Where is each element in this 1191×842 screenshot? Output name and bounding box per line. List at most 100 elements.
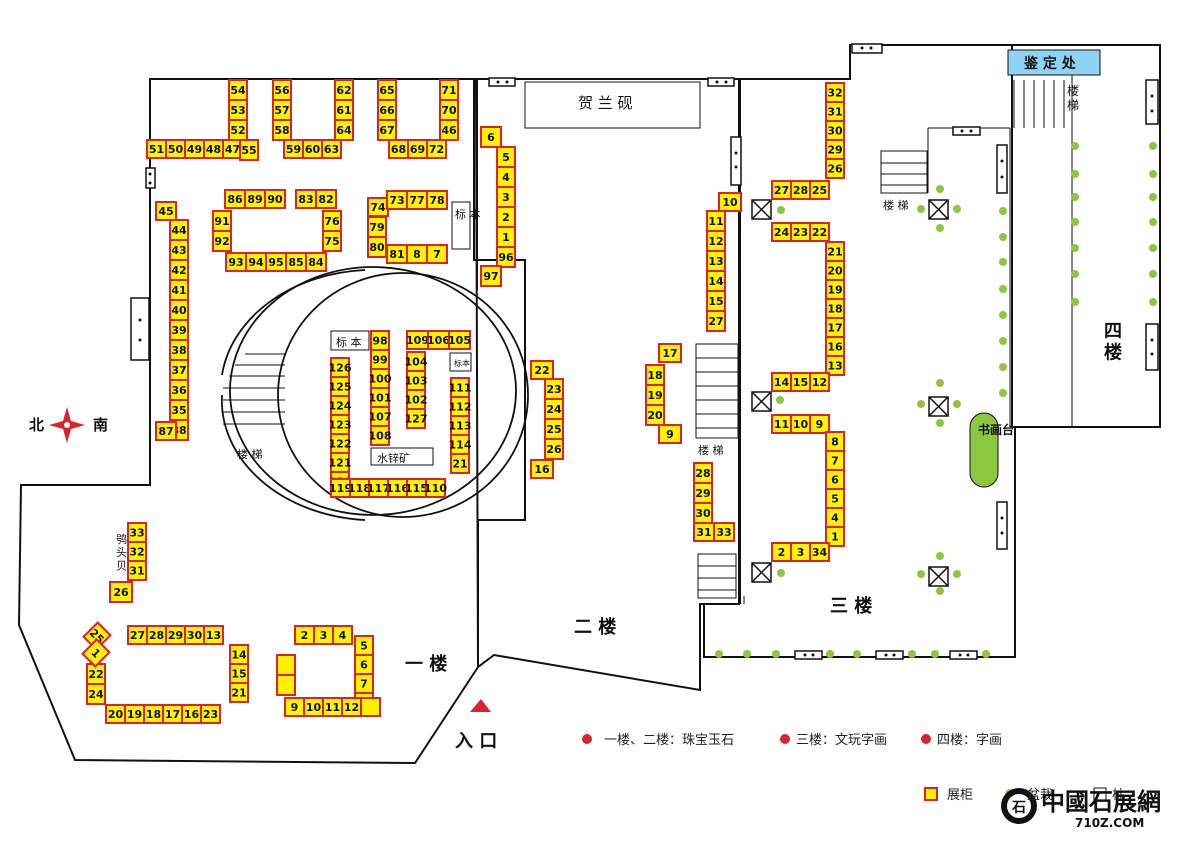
specimen-left-label: 标 本 bbox=[455, 207, 481, 221]
display-stand: 48 bbox=[203, 139, 224, 159]
stand-number: 21 bbox=[827, 246, 842, 259]
stand-number: 62 bbox=[336, 84, 351, 97]
display-stand: 5 bbox=[825, 488, 845, 509]
stand-number: 102 bbox=[405, 394, 428, 407]
plant-marker bbox=[936, 224, 944, 232]
stand-number: 51 bbox=[149, 143, 164, 156]
north-label: 北 bbox=[29, 416, 44, 434]
display-stand: 27 bbox=[127, 625, 148, 645]
display-stand: 6 bbox=[480, 126, 502, 148]
display-stand: 28 bbox=[790, 180, 811, 200]
display-stand: 33 bbox=[127, 522, 147, 543]
stand-number: 78 bbox=[429, 194, 444, 207]
display-stand: 32 bbox=[127, 541, 147, 562]
display-stand: 89 bbox=[244, 189, 266, 209]
display-stand: 10 bbox=[718, 192, 742, 212]
display-stand: 68 bbox=[388, 139, 409, 159]
stand-number: 18 bbox=[827, 303, 842, 316]
display-stand: 54 bbox=[228, 79, 248, 101]
stand-number: 75 bbox=[324, 235, 339, 248]
display-stand: 62 bbox=[334, 79, 354, 101]
stand-number: 19 bbox=[647, 389, 662, 402]
display-stand: 7 bbox=[354, 673, 374, 694]
stand-number: 1 bbox=[502, 231, 510, 244]
water-zinc-ore-label: 水锌矿 bbox=[377, 451, 410, 465]
display-stand: 91 bbox=[212, 210, 232, 232]
stand-number: 25 bbox=[812, 184, 827, 197]
display-stand: 82 bbox=[315, 189, 337, 209]
display-stand: 22 bbox=[530, 360, 554, 380]
display-stand: 95 bbox=[265, 252, 287, 272]
stand-number: 24 bbox=[774, 226, 790, 239]
stand-number: 115 bbox=[405, 482, 428, 495]
stand-number: 15 bbox=[231, 668, 246, 681]
display-stand: 56 bbox=[272, 79, 292, 101]
stand-number: 52 bbox=[230, 124, 245, 137]
display-stand: 108 bbox=[369, 425, 391, 446]
specimen-box-small bbox=[449, 352, 472, 372]
display-stand: 12 bbox=[706, 230, 726, 252]
stand-number: 70 bbox=[441, 104, 457, 117]
stand-number: 29 bbox=[168, 629, 183, 642]
display-stand: 64 bbox=[334, 119, 354, 141]
display-stand: 124 bbox=[329, 395, 352, 416]
stand-number: 40 bbox=[171, 304, 187, 317]
display-stand: 50 bbox=[165, 139, 186, 159]
display-stand bbox=[276, 674, 296, 696]
display-stand: 36 bbox=[169, 379, 189, 401]
stand-number: 9 bbox=[816, 418, 824, 431]
stand-number: 27 bbox=[130, 629, 145, 642]
display-stand: 33 bbox=[713, 522, 735, 542]
display-stand: 7 bbox=[426, 244, 448, 264]
display-stand: 127 bbox=[405, 408, 427, 429]
display-stand: 16 bbox=[825, 336, 845, 357]
display-stand: 126 bbox=[329, 357, 352, 378]
plant-marker bbox=[953, 570, 961, 578]
display-stand: 28 bbox=[146, 625, 167, 645]
stand-number: 30 bbox=[827, 125, 843, 138]
display-stand: 112 bbox=[449, 396, 471, 417]
stand-number: 7 bbox=[360, 678, 368, 691]
display-stand: 15 bbox=[706, 290, 726, 312]
display-stand: 87 bbox=[155, 421, 177, 441]
display-stand: 60 bbox=[302, 139, 323, 159]
plant-marker bbox=[1071, 298, 1079, 306]
boxed-x-columns bbox=[751, 199, 949, 587]
stand-number: 9 bbox=[666, 428, 674, 441]
stand-number: 126 bbox=[329, 362, 352, 375]
plant-marker bbox=[999, 233, 1007, 241]
plant-marker bbox=[936, 419, 944, 427]
stand-number: 106 bbox=[427, 334, 450, 347]
first-floor-label: 一 楼 bbox=[405, 653, 447, 675]
display-stand: 69 bbox=[407, 139, 428, 159]
stand-number: 104 bbox=[405, 356, 428, 369]
display-stand: 14 bbox=[706, 270, 726, 292]
display-stand: 83 bbox=[295, 189, 317, 209]
stand-number: 99 bbox=[372, 354, 387, 367]
plant-marker bbox=[853, 650, 861, 658]
stand-number: 4 bbox=[831, 512, 839, 525]
plant-marker bbox=[1071, 170, 1079, 178]
display-stand: 24 bbox=[771, 222, 792, 242]
plant-marker bbox=[1149, 170, 1157, 178]
stand-number: 38 bbox=[171, 344, 186, 357]
stand-number: 5 bbox=[360, 640, 368, 653]
display-stand: 63 bbox=[321, 139, 342, 159]
stand-number: 11 bbox=[708, 215, 723, 228]
specimen-box-left bbox=[451, 201, 471, 250]
display-stand: 73 bbox=[386, 190, 408, 210]
display-stand: 19 bbox=[825, 279, 845, 300]
display-stand: 9 bbox=[809, 414, 830, 434]
display-stand: 39 bbox=[169, 319, 189, 341]
display-stand: 24 bbox=[544, 398, 564, 420]
display-stand: 111 bbox=[449, 377, 471, 398]
plant-marker bbox=[715, 650, 723, 658]
display-stand: 99 bbox=[370, 349, 390, 370]
stand-number: 2 bbox=[301, 629, 309, 642]
display-stand: 29 bbox=[165, 625, 186, 645]
display-stand: 10 bbox=[303, 697, 324, 717]
stand-number: 17 bbox=[662, 347, 677, 360]
plant-marker bbox=[776, 396, 784, 404]
stand-number: 17 bbox=[827, 322, 842, 335]
